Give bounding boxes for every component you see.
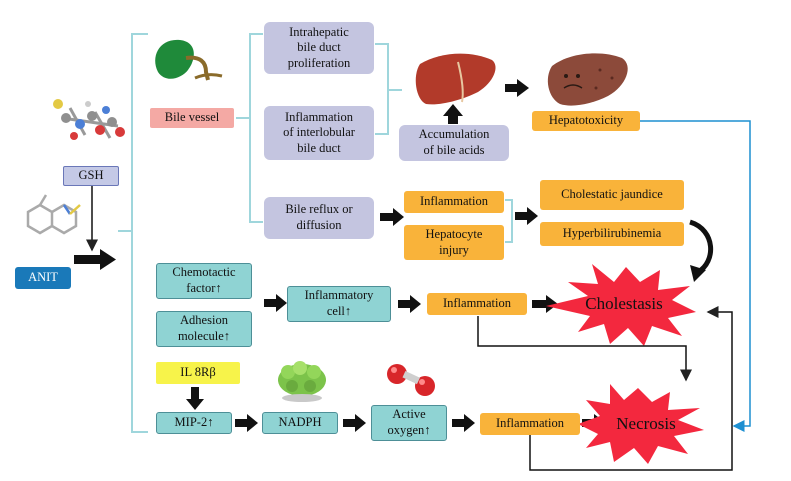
inflammation-to-necrosis-line: [477, 316, 692, 382]
reflux-inflammation-box: Inflammation: [404, 191, 504, 213]
jaundice-to-cholestasis-arrow: [689, 219, 714, 275]
reflux-box: Bile reflux or diffusion: [264, 197, 374, 239]
chemotactic-box: Chemotactic factor↑: [156, 263, 252, 299]
inflammatory-inflammation-box: Inflammation: [427, 293, 527, 315]
cell-to-inflammation-arrow: [398, 295, 421, 313]
liver-bracket: [375, 43, 389, 135]
nadph-protein-icon: [278, 361, 326, 402]
hepatotoxicity-box: Hepatotoxicity: [532, 111, 640, 131]
main-bracket: [131, 33, 148, 433]
reflux-arrow: [380, 208, 404, 226]
anit-molecule-icon: [26, 194, 81, 235]
anit-main-arrow: [74, 249, 116, 270]
inflam-to-jaundice-arrow: [515, 207, 538, 225]
oxygen-molecule-icon: [387, 364, 435, 396]
mip2-box: MIP-2↑: [156, 412, 232, 434]
adhesion-box: Adhesion molecule↑: [156, 311, 252, 347]
inflammatory-cell-box: Inflammatory cell↑: [287, 286, 391, 322]
gsh-label: GSH: [63, 166, 119, 186]
inflammation-to-cholestasis-arrow: [532, 295, 558, 313]
oxidative-loop-to-cholestasis: [529, 306, 733, 471]
inflam-bracket: [505, 199, 513, 243]
nadph-box: NADPH: [262, 412, 338, 434]
oxygen-to-inflammation-arrow: [452, 414, 475, 432]
nadph-to-oxygen-arrow: [343, 414, 366, 432]
active-oxygen-box: Active oxygen↑: [371, 405, 447, 441]
gsh-molecule-icon: [53, 99, 125, 140]
il8-to-mip2-arrow: [186, 387, 204, 410]
gallbladder-icon: [155, 39, 223, 81]
jaundice-to-cholestasis-arrowhead: [690, 265, 706, 282]
cholestasis-label: Cholestasis: [585, 294, 663, 313]
bile-bracket: [249, 33, 263, 223]
hepatotoxicity-to-necrosis-line: [640, 120, 751, 432]
il8-box: IL 8Rβ: [156, 362, 240, 384]
accumulation-box: Accumulation of bile acids: [399, 125, 509, 161]
necrosis-label: Necrosis: [616, 414, 676, 433]
anit-label: ANIT: [15, 267, 71, 289]
hyperbilirubinemia-box: Hyperbilirubinemia: [540, 222, 684, 246]
liver-to-damaged-arrow: [505, 79, 529, 97]
intrahepatic-box: Intrahepatic bile duct proliferation: [264, 22, 374, 74]
oxidative-inflammation-box: Inflammation: [480, 413, 580, 435]
interlobular-box: Inflammation of interlobular bile duct: [264, 106, 374, 160]
cholestasis-burst: [546, 264, 696, 346]
liver-icon: [415, 53, 496, 105]
damaged-liver-icon: [547, 53, 628, 106]
chemotactic-to-cell-arrow: [264, 294, 287, 312]
accumulation-up-arrow: [443, 104, 463, 124]
bile-vessel-label: Bile vessel: [150, 108, 234, 128]
hepatocyte-injury-box: Hepatocyte injury: [404, 225, 504, 260]
cholestatic-jaundice-box: Cholestatic jaundice: [540, 180, 684, 210]
mip2-to-nadph-arrow: [235, 414, 258, 432]
necrosis-burst: [578, 384, 704, 464]
